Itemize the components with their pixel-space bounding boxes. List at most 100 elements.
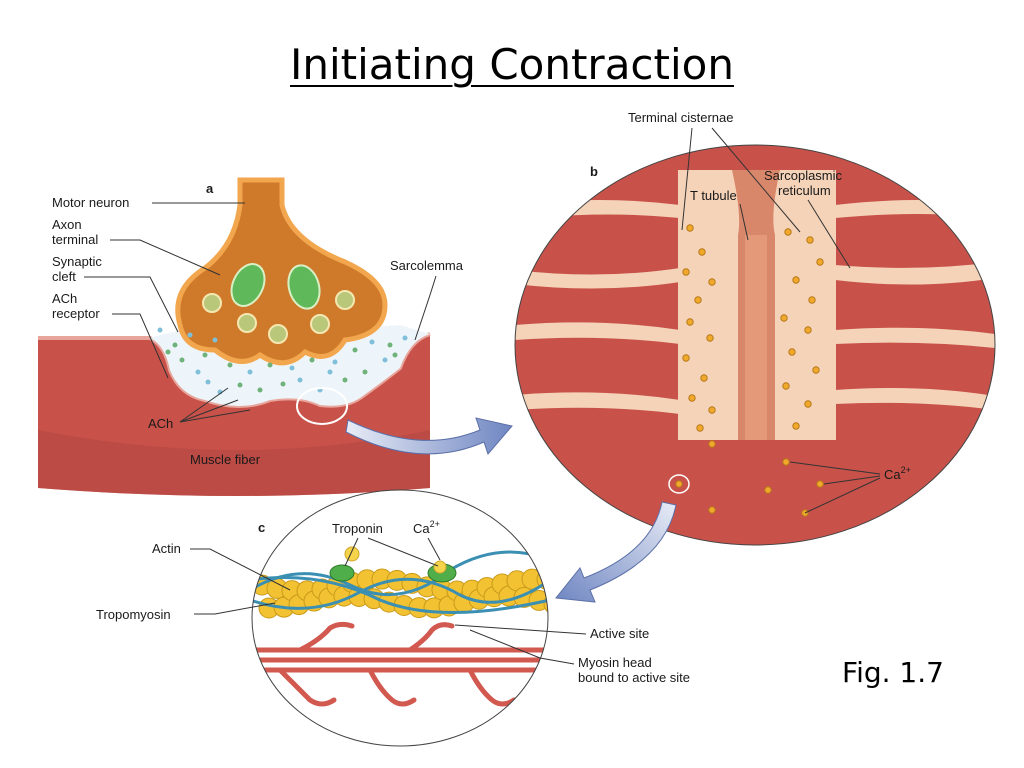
panel-a-letter: a [206, 181, 214, 196]
calcium-ion [806, 236, 814, 244]
ach-molecule [205, 379, 211, 385]
leader-axon-terminal [110, 239, 221, 276]
slide-title: Initiating Contraction [290, 40, 734, 89]
tropomyosin-strands [252, 550, 548, 614]
label-ach: ACh [148, 416, 173, 431]
panel-b-sarcoplasmic-reticulum: b Terminal cisternae T tubule Sarcoplasm… [514, 110, 996, 546]
label-muscle-fiber: Muscle fiber [190, 452, 261, 467]
label-ca-b-base: Ca [884, 467, 901, 482]
ach-molecule [247, 369, 253, 375]
ca-ion-bound [433, 560, 447, 574]
calcium-ion [812, 366, 820, 374]
ach-molecule [342, 377, 348, 383]
leader-ach-receptor [112, 313, 169, 379]
label-terminal-cisternae: Terminal cisternae [628, 110, 734, 125]
leader-ca-c [427, 537, 441, 561]
panel-b-letter: b [590, 164, 598, 179]
ach-molecule [179, 357, 185, 363]
leader-active-site [454, 624, 587, 635]
calcium-ion [686, 224, 694, 232]
ach-molecule [369, 339, 375, 345]
label-ach-receptor-line2: receptor [52, 306, 100, 321]
leader-sarcolemma [414, 275, 437, 341]
calcium-ion [696, 424, 704, 432]
motor-neuron-shape [175, 177, 388, 366]
label-ach-receptor-line1: ACh [52, 291, 77, 306]
panel-b-border [514, 144, 996, 546]
leader-tropomyosin [194, 602, 276, 615]
ach-molecule [392, 352, 398, 358]
ach-molecule [165, 349, 171, 355]
ach-molecule [387, 342, 393, 348]
leader-terminal-cisternae [681, 127, 801, 233]
label-tropomyosin: Tropomyosin [96, 607, 171, 622]
calcium-ion [688, 394, 696, 402]
calcium-ion [792, 276, 800, 284]
calcium-ion [780, 314, 788, 322]
label-synaptic-cleft-line1: Synaptic [52, 254, 102, 269]
ach-molecule [212, 337, 218, 343]
arrow-a-to-b [345, 417, 513, 455]
leader-troponin [344, 537, 439, 567]
ach-molecule [382, 357, 388, 363]
ach-molecule [297, 377, 303, 383]
actin-bead [543, 593, 548, 615]
label-ca-c-sup: 2+ [430, 519, 440, 529]
panel-c-letter: c [258, 520, 265, 535]
calcium-ion [816, 480, 824, 488]
calcium-ion [708, 440, 716, 448]
calcium-ion [700, 374, 708, 382]
calcium-ion [708, 278, 716, 286]
ca-ion-free [344, 546, 360, 562]
calcium-ion [708, 406, 716, 414]
label-actin: Actin [152, 541, 181, 556]
calcium-ion [706, 334, 714, 342]
magnified-region-marker [296, 387, 348, 425]
label-t-tubule: T tubule [690, 188, 737, 203]
label-ca-b: Ca2+ [884, 465, 911, 482]
terminal-cisterna-left [678, 170, 740, 440]
leader-myosin-head [469, 629, 575, 665]
ach-molecule [157, 327, 163, 333]
leader-synaptic-cleft [84, 276, 179, 333]
ach-molecule [362, 369, 368, 375]
label-motor-neuron: Motor neuron [52, 195, 129, 210]
calcium-ion [804, 326, 812, 334]
label-axon-terminal-line2: terminal [52, 232, 98, 247]
arrow-b-to-c [555, 501, 677, 603]
synaptic-vesicles [202, 290, 355, 344]
calcium-ion [694, 296, 702, 304]
label-sarcolemma: Sarcolemma [390, 258, 464, 273]
figure-caption: Fig. 1.7 [842, 656, 944, 689]
panel-c-thin-filament: c Actin Troponin Ca2+ Tropomyosin Active… [96, 489, 690, 747]
ach-molecule [227, 362, 233, 368]
myosin-filament [252, 621, 548, 707]
panel-c-border [251, 489, 549, 747]
calcium-ion [816, 258, 824, 266]
ach-molecule [327, 369, 333, 375]
ach-molecule [332, 359, 338, 365]
label-axon-terminal-line1: Axon [52, 217, 82, 232]
calcium-ion [708, 506, 716, 514]
ach-molecule [267, 362, 273, 368]
leader-actin [190, 548, 291, 591]
leader-t-tubule [739, 203, 749, 241]
mitochondria [230, 263, 321, 310]
calcium-ion [808, 296, 816, 304]
panel-a-neuromuscular-junction: a Motor neuron Axon terminal Synaptic cl… [38, 177, 464, 496]
muscle-fiber-lower-shade [38, 430, 430, 496]
leader-ach [179, 387, 251, 423]
calcium-ion [682, 268, 690, 276]
calcium-ion [682, 354, 690, 362]
leader-sarcoplasmic-reticulum [807, 199, 851, 269]
ach-molecule [202, 352, 208, 358]
calcium-ion [764, 486, 772, 494]
calcium-ions [675, 224, 824, 517]
calcium-ion [782, 458, 790, 466]
ach-molecules [157, 327, 408, 395]
calcium-highlight-marker [668, 474, 690, 494]
calcium-ion [792, 422, 800, 430]
ach-molecule [195, 369, 201, 375]
leader-ca-b [789, 461, 881, 514]
